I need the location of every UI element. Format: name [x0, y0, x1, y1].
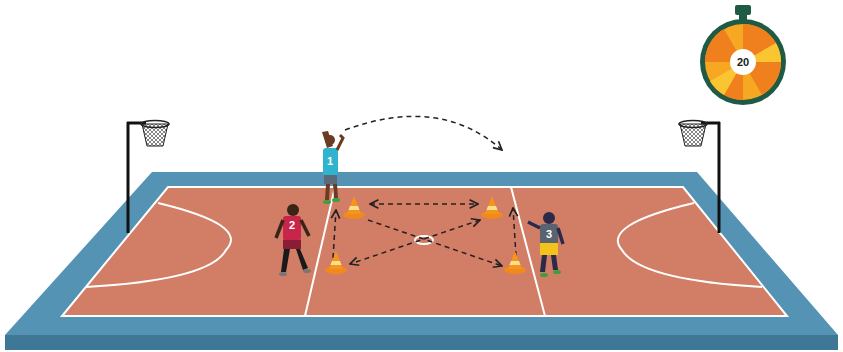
player-number: 2 — [289, 220, 295, 231]
player-number: 1 — [327, 156, 333, 167]
player-number: 3 — [546, 229, 552, 240]
stopwatch-seconds: 20 — [737, 57, 749, 68]
